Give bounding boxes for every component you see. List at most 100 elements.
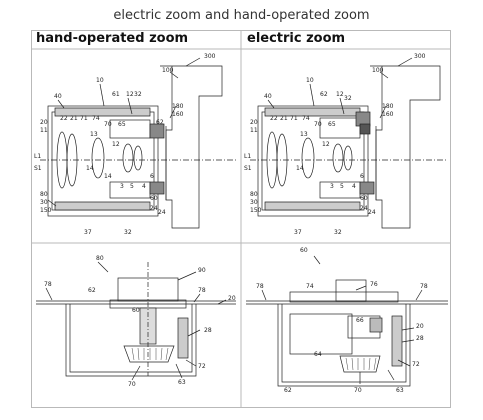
label: 4 <box>352 183 356 190</box>
label: 40 <box>264 93 272 100</box>
label: 14 <box>296 165 304 172</box>
label: 21 <box>70 115 78 122</box>
label: 80 <box>250 191 258 198</box>
label: 72 <box>412 361 420 368</box>
label: 24 <box>150 205 158 212</box>
label: 28 <box>416 335 424 342</box>
label: 11 <box>40 127 48 134</box>
label: 13 <box>300 131 308 138</box>
label: 12 <box>322 141 330 148</box>
label: 21 <box>280 115 288 122</box>
label: 20 <box>228 295 236 302</box>
label: 72 <box>198 363 206 370</box>
label: 62 <box>320 91 328 98</box>
label: 28 <box>204 327 212 334</box>
label: 300 <box>414 53 426 60</box>
label: 180 <box>172 103 184 110</box>
label: 20 <box>40 119 48 126</box>
label: 12 <box>336 91 344 98</box>
label: 12 <box>126 91 134 98</box>
lens-diagram-electric <box>250 57 446 229</box>
label: 32 <box>124 229 132 236</box>
label: 14 <box>104 173 112 180</box>
label: 74 <box>302 115 310 122</box>
label: 63 <box>178 379 186 386</box>
label: L1 <box>244 153 251 160</box>
label: 64 <box>314 351 322 358</box>
label: 30 <box>250 199 258 206</box>
label: 32 <box>334 229 342 236</box>
lens-diagram-hand-operated <box>40 57 236 229</box>
label: L1 <box>34 153 41 160</box>
label: 78 <box>44 281 52 288</box>
label: 24 <box>360 205 368 212</box>
label: 32 <box>134 91 142 98</box>
label: 63 <box>396 387 404 394</box>
label: 60 <box>300 247 308 254</box>
mechanism-diagram-hand-operated <box>36 261 236 381</box>
label: 6 <box>150 173 154 180</box>
label: 37 <box>84 229 92 236</box>
heading-hand-operated-zoom: hand-operated zoom <box>36 31 189 46</box>
label: 10 <box>96 77 104 84</box>
label: 100 <box>372 67 384 74</box>
label: 10 <box>306 77 314 84</box>
label: 90 <box>198 267 206 274</box>
label: 13 <box>90 131 98 138</box>
heading-electric-zoom: electric zoom <box>247 31 346 46</box>
lens-diagram-electric-labels: 300 100 10 40 62 12 32 22 21 20 11 L1 71… <box>244 53 426 236</box>
label: 70 <box>104 121 112 128</box>
label: 5 <box>130 183 134 190</box>
label: 12 <box>112 141 120 148</box>
label: 20 <box>416 323 424 330</box>
label: 180 <box>382 103 394 110</box>
label: 70 <box>354 387 362 394</box>
label: 78 <box>256 283 264 290</box>
label: 62 <box>156 119 164 126</box>
label: 78 <box>420 283 428 290</box>
label: 22 <box>270 115 278 122</box>
label: 20 <box>250 119 258 126</box>
label: 71 <box>80 115 88 122</box>
label: S1 <box>34 165 42 172</box>
label: 22 <box>60 115 68 122</box>
label: 62 <box>88 287 96 294</box>
label: 71 <box>290 115 298 122</box>
label: 60 <box>150 195 158 202</box>
mechanism-diagram-electric <box>246 255 448 387</box>
label: 6 <box>360 173 364 180</box>
label: 61 <box>112 91 120 98</box>
mechanism-diagram-electric-labels: 60 78 74 76 78 66 20 28 72 64 62 70 63 <box>256 247 428 394</box>
label: 65 <box>118 121 126 128</box>
label: 100 <box>162 67 174 74</box>
label: 4 <box>142 183 146 190</box>
label: 37 <box>294 229 302 236</box>
label: 60 <box>360 195 368 202</box>
label: 30 <box>40 199 48 206</box>
label: 70 <box>314 121 322 128</box>
label: 14 <box>86 165 94 172</box>
label: 80 <box>96 255 104 262</box>
label: 76 <box>370 281 378 288</box>
mechanism-diagram-hand-operated-labels: 80 90 78 62 78 20 60 28 72 63 70 <box>44 255 236 388</box>
label: S1 <box>244 165 252 172</box>
label: 150 <box>40 207 52 214</box>
label: 74 <box>92 115 100 122</box>
label: 65 <box>328 121 336 128</box>
label: 80 <box>40 191 48 198</box>
label: 24 <box>368 209 376 216</box>
label: 32 <box>344 95 352 102</box>
label: 78 <box>198 287 206 294</box>
label: 3 <box>330 183 334 190</box>
label: 150 <box>250 207 262 214</box>
label: 60 <box>132 307 140 314</box>
label: 74 <box>306 283 314 290</box>
label: 160 <box>172 111 184 118</box>
label: 5 <box>340 183 344 190</box>
label: 3 <box>120 183 124 190</box>
label: 70 <box>128 381 136 388</box>
label: 66 <box>356 317 364 324</box>
label: 62 <box>284 387 292 394</box>
lens-diagram-hand-operated-labels: 300 100 10 40 61 12 32 22 21 20 11 L1 71… <box>34 53 216 236</box>
